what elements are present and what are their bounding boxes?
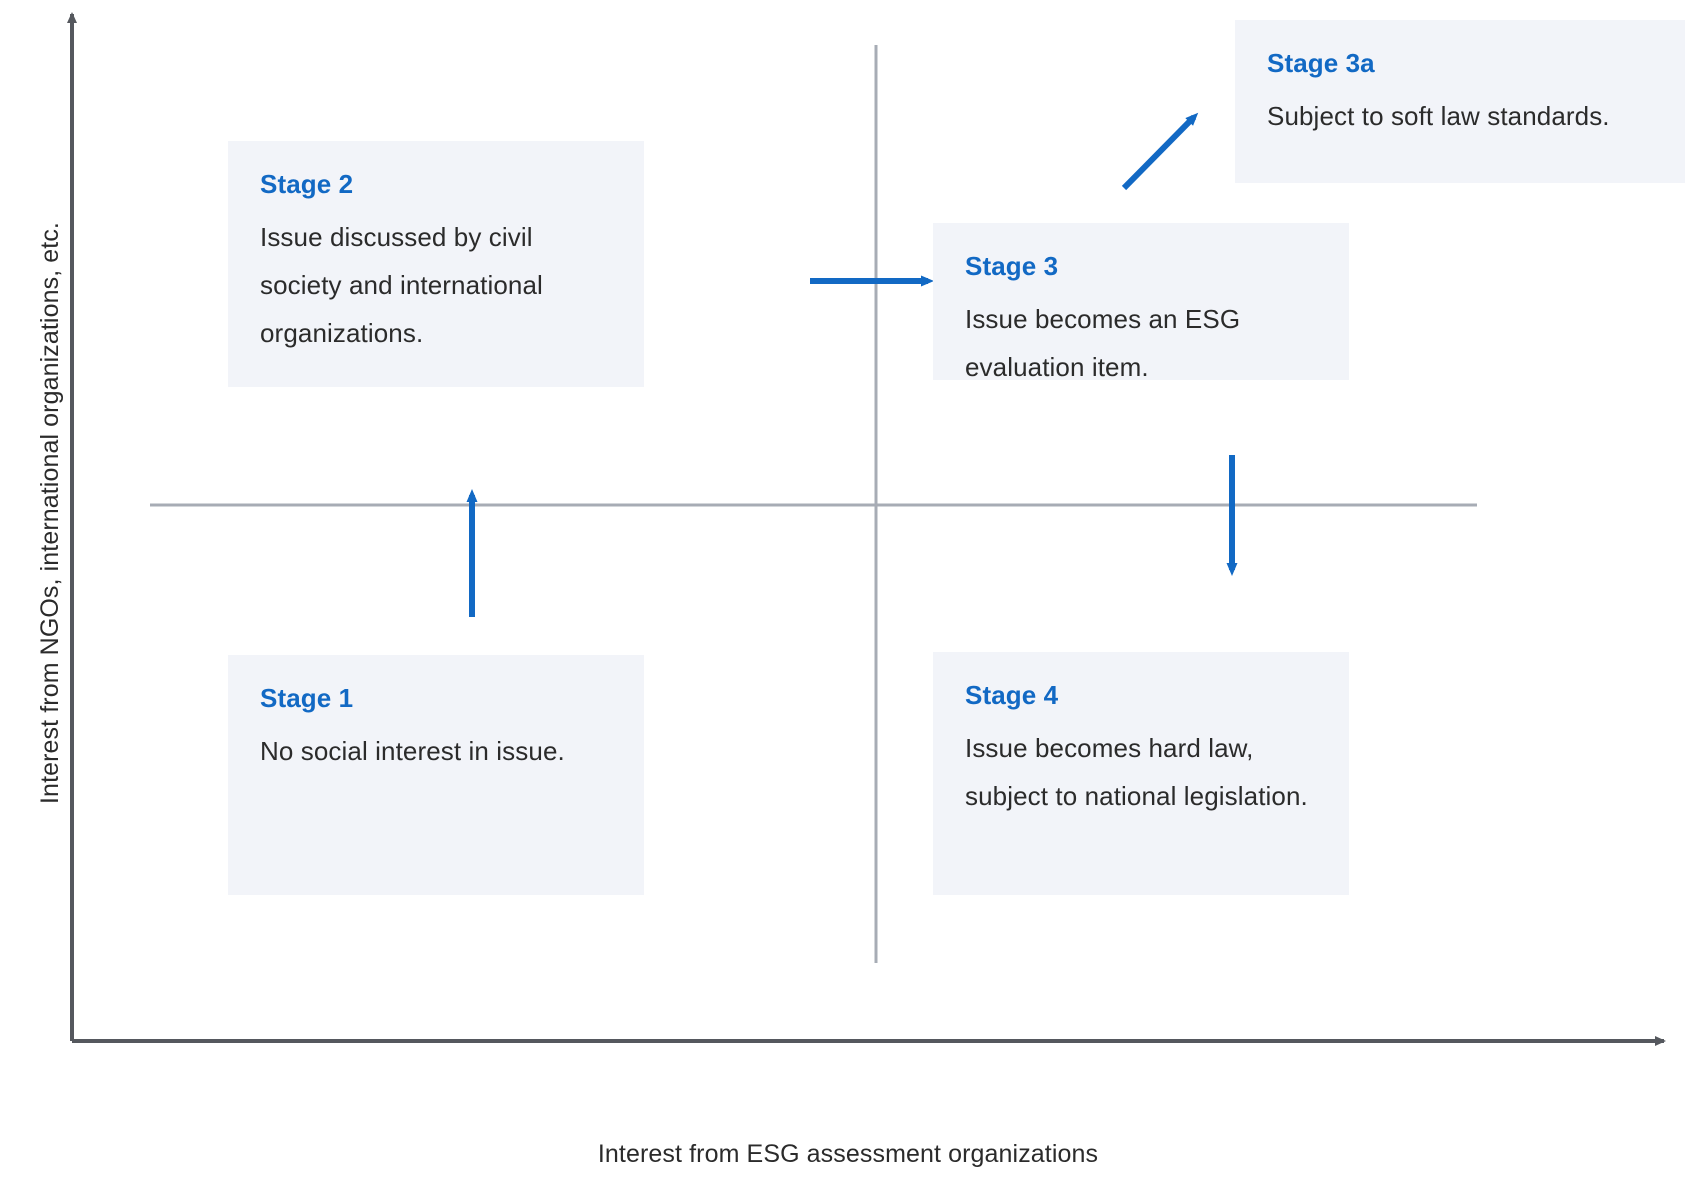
stage-box-3a: Stage 3a Subject to soft law standards. (1235, 20, 1685, 183)
y-axis-title: Interest from NGOs, international organi… (36, 222, 64, 804)
stage-box-2: Stage 2 Issue discussed by civil society… (228, 141, 644, 387)
stage-1-title: Stage 1 (260, 683, 354, 713)
stage-4-title: Stage 4 (965, 680, 1059, 710)
stage-1-body: No social interest in issue. (260, 736, 565, 766)
stage-3a-title: Stage 3a (1267, 48, 1375, 78)
stage-box-3: Stage 3 Issue becomes an ESG evaluation … (933, 223, 1349, 382)
stage-3-body: Issue becomes an ESG evaluation item. (965, 304, 1241, 383)
stage-box-1: Stage 1 No social interest in issue. (228, 655, 644, 895)
stage-3a-body: Subject to soft law standards. (1267, 101, 1610, 131)
stage-4-body: Issue becomes hard law, subject to natio… (965, 733, 1308, 812)
stage-2-body: Issue discussed by civil society and int… (260, 222, 543, 349)
stage-box-4: Stage 4 Issue becomes hard law, subject … (933, 652, 1349, 895)
stage-3-title: Stage 3 (965, 251, 1059, 281)
stage-2-title: Stage 2 (260, 169, 354, 199)
x-axis-title: Interest from ESG assessment organizatio… (597, 1140, 1099, 1168)
arrow-stage3-to-stage3a (1121, 112, 1199, 191)
